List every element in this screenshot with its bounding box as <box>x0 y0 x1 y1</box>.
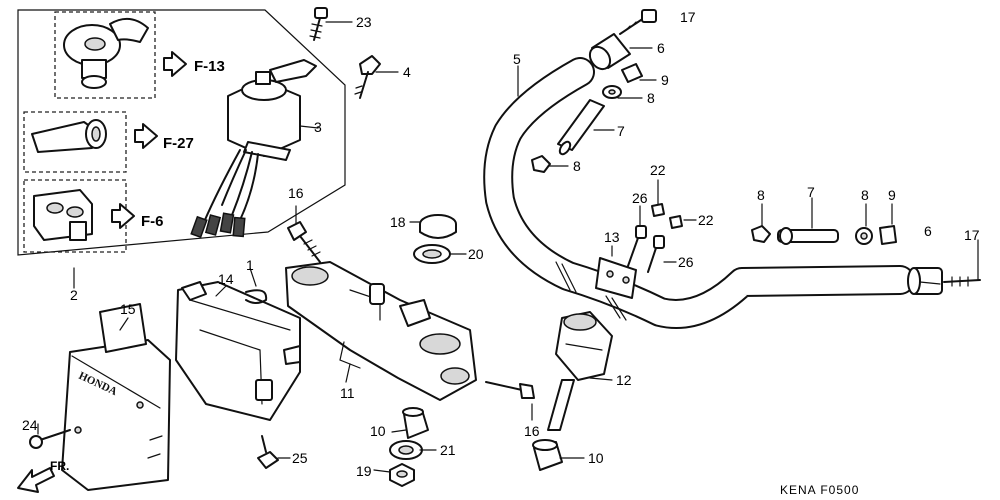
washer-20 <box>413 244 451 264</box>
callout-7b: 7 <box>807 184 815 200</box>
bolt-23 <box>309 7 328 41</box>
bolt-17-right <box>943 276 981 287</box>
handlebar-riser <box>547 311 613 431</box>
fuel-cap-lock <box>63 17 149 89</box>
callout-17b: 17 <box>964 227 980 243</box>
callout-1: 1 <box>246 257 254 273</box>
ignition-kit-group <box>17 9 346 256</box>
rubber-mount-10-left <box>402 407 429 439</box>
nut-9-upper <box>621 63 643 83</box>
callout-20: 20 <box>468 246 484 262</box>
bar-end-weight-6-right <box>907 267 943 295</box>
front-cover: HONDA <box>61 303 171 491</box>
callout-14: 14 <box>218 271 234 287</box>
seat-lock <box>31 119 107 153</box>
rubber-8-right-a <box>751 225 771 243</box>
callout-7a: 7 <box>617 123 625 139</box>
callout-18: 18 <box>390 214 406 230</box>
callout-4: 4 <box>403 64 411 80</box>
callout-8c: 8 <box>757 187 765 203</box>
callout-22b: 22 <box>698 212 714 228</box>
callout-24: 24 <box>22 417 38 433</box>
callout-19: 19 <box>356 463 372 479</box>
rubber-8-right-b <box>855 227 873 245</box>
callout-labels: 1 2 3 4 5 6 6 7 7 8 8 8 8 9 9 10 10 11 1… <box>22 9 980 479</box>
callout-8d: 8 <box>861 187 869 203</box>
ref-arrow-f6 <box>111 203 135 229</box>
bolt-26-a <box>627 225 647 267</box>
rubber-8-middle <box>531 155 551 173</box>
front-label: FR. <box>50 459 69 473</box>
bolt-16-lower <box>485 381 535 399</box>
key <box>354 55 381 99</box>
callout-10a: 10 <box>370 423 386 439</box>
callout-26a: 26 <box>632 190 648 206</box>
top-bridge <box>285 261 477 401</box>
callout-26b: 26 <box>678 254 694 270</box>
callout-8b: 8 <box>647 90 655 106</box>
nut-9-right <box>879 225 897 245</box>
ignition-bracket <box>175 281 301 421</box>
callout-6a: 6 <box>657 40 665 56</box>
callout-6b: 6 <box>924 223 932 239</box>
cap-18 <box>419 214 457 239</box>
callout-8a: 8 <box>573 158 581 174</box>
washer-21 <box>389 440 423 460</box>
callout-5: 5 <box>513 51 521 67</box>
screw-22-b <box>669 215 683 229</box>
callout-15: 15 <box>120 301 136 317</box>
callout-10b: 10 <box>588 450 604 466</box>
handlebar-holder-plate <box>595 257 637 299</box>
callout-21: 21 <box>440 442 456 458</box>
callout-22a: 22 <box>650 162 666 178</box>
ref-arrow-f27 <box>134 123 158 149</box>
callout-3: 3 <box>314 119 322 135</box>
bar-end-weight-6-upper <box>588 33 631 71</box>
diagram-code: KENA F0500 <box>780 483 859 497</box>
callout-2: 2 <box>70 287 78 303</box>
callout-25: 25 <box>292 450 308 466</box>
callout-16a: 16 <box>288 185 304 201</box>
ignition-switch <box>190 59 317 239</box>
callout-17a: 17 <box>680 9 696 25</box>
rubber-mount-10-right <box>532 439 563 471</box>
callout-12: 12 <box>616 372 632 388</box>
ref-f27: F-27 <box>163 135 194 152</box>
bolt-25 <box>257 435 279 469</box>
bolt-17-upper <box>619 9 657 35</box>
bolt-16-upper <box>287 221 321 263</box>
front-direction-arrow: FR. <box>17 459 69 493</box>
callout-13: 13 <box>604 229 620 245</box>
callout-23: 23 <box>356 14 372 30</box>
shaft-7-upper <box>557 99 605 156</box>
ref-f13: F-13 <box>194 58 225 75</box>
screw-22-a <box>651 203 665 217</box>
nut-19 <box>389 463 415 487</box>
clip-1 <box>245 289 268 304</box>
callout-9b: 9 <box>888 187 896 203</box>
helmet-holder <box>33 189 93 241</box>
bolt-26-b <box>647 235 665 273</box>
leader-lines <box>37 21 979 473</box>
callout-16b: 16 <box>524 423 540 439</box>
callout-9a: 9 <box>661 72 669 88</box>
screw-24 <box>29 429 71 449</box>
rubber-8-upper <box>602 85 622 99</box>
handlebar <box>483 57 915 329</box>
shaft-7-right <box>777 227 839 245</box>
ref-arrow-f13 <box>163 51 187 77</box>
ref-f6: F-6 <box>141 213 164 230</box>
callout-11: 11 <box>340 385 355 401</box>
